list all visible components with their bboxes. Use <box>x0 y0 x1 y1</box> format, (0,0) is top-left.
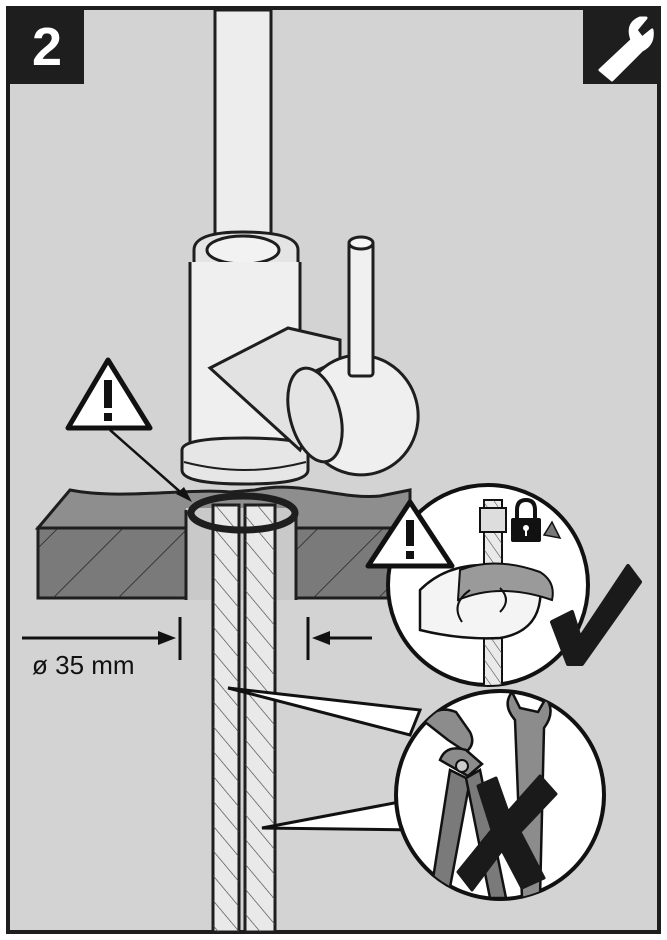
step-number-badge: 2 <box>10 10 84 84</box>
callout-pointers <box>227 686 423 832</box>
dimension-arrows <box>22 617 372 660</box>
warning-pointer <box>109 429 187 498</box>
supply-hoses <box>211 503 277 934</box>
cross-icon <box>456 774 558 892</box>
faucet <box>180 8 420 486</box>
padlock-icon <box>511 497 541 542</box>
diameter-label: ø 35 mm <box>32 650 135 680</box>
checkmark-icon <box>550 564 642 666</box>
hand-tighten-detail <box>386 483 590 687</box>
seal-ring <box>187 492 299 534</box>
warning-triangle-icon <box>65 357 153 431</box>
wrench-icon <box>583 10 657 84</box>
warning-triangle-icon <box>365 499 455 569</box>
